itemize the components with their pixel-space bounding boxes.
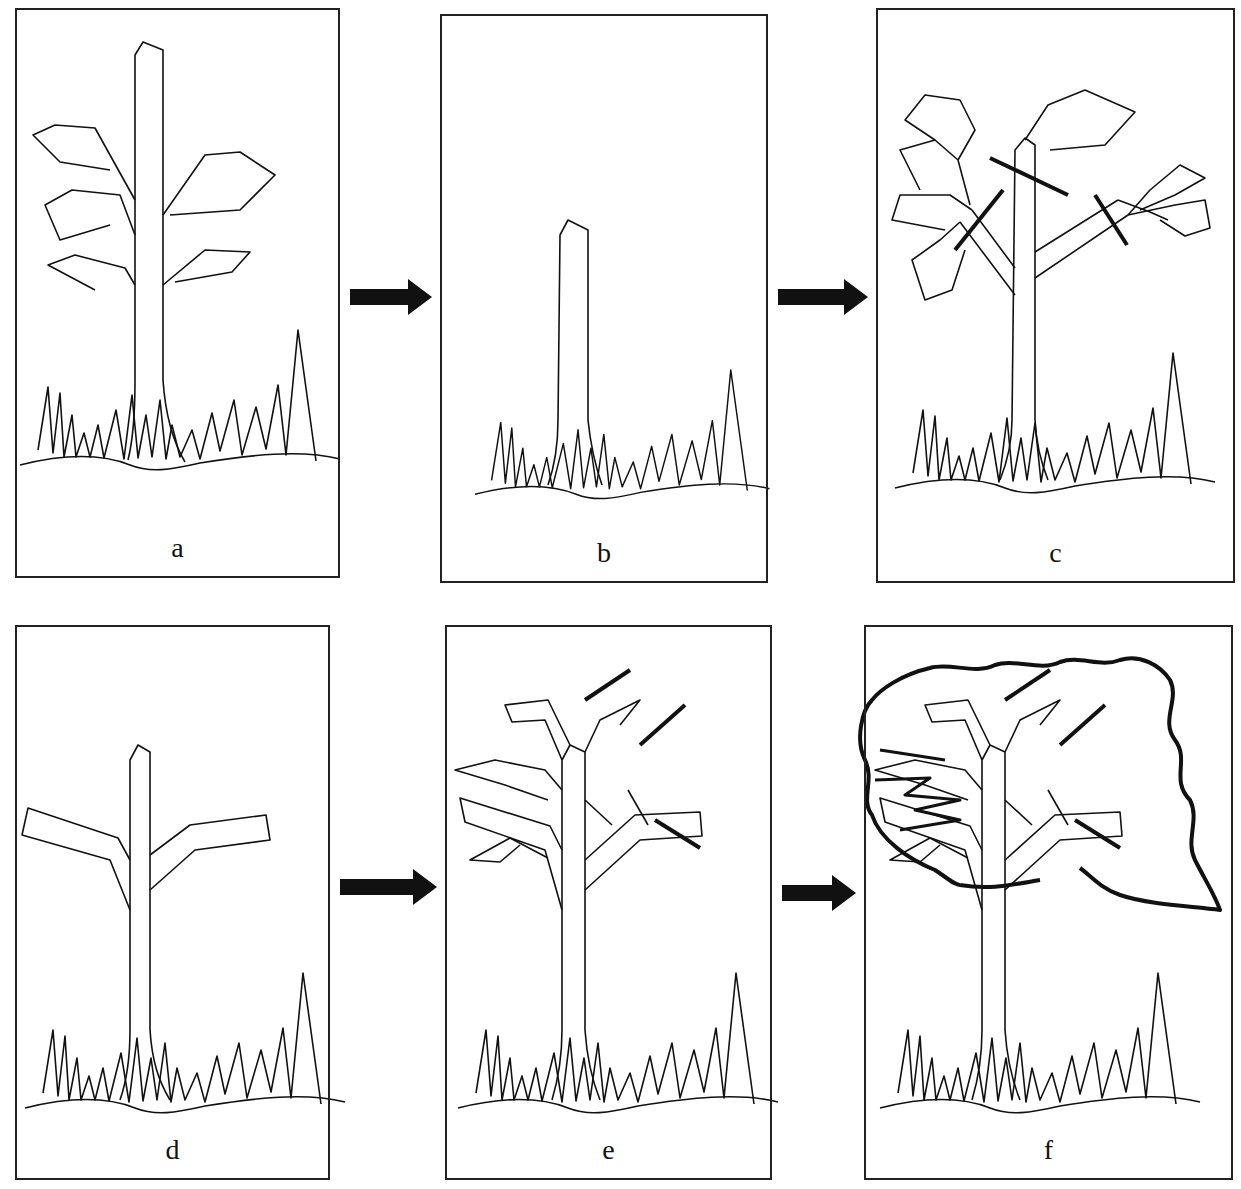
panel-letter: f xyxy=(866,1136,1231,1164)
panel-letter: c xyxy=(878,539,1233,567)
panel-frame: a xyxy=(15,8,340,578)
panel-letter: d xyxy=(17,1136,328,1164)
panel-frame: e xyxy=(445,625,772,1180)
block-arrow xyxy=(340,869,437,905)
block-arrow xyxy=(782,875,856,911)
panel-frame: f xyxy=(864,625,1233,1180)
block-arrow xyxy=(778,279,868,315)
block-arrow xyxy=(350,279,432,315)
panel-frame: d xyxy=(15,625,330,1180)
panel-letter: b xyxy=(442,539,766,567)
panel-frame: c xyxy=(876,8,1235,583)
panel-letter: e xyxy=(447,1136,770,1164)
panel-letter: a xyxy=(17,534,338,562)
panel-frame: b xyxy=(440,14,768,583)
